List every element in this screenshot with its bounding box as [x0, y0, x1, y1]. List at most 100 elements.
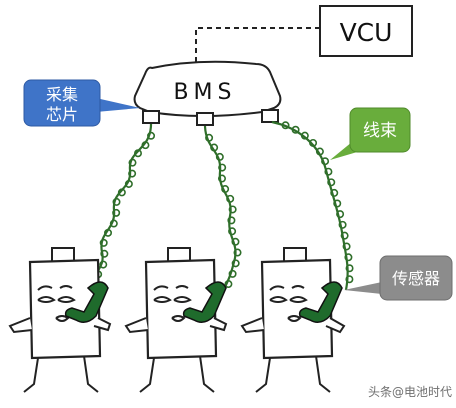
- wire-coil-loop: [117, 188, 126, 197]
- callout-acquisition-chip: 采集 芯片: [23, 79, 140, 127]
- wire-coil-loop: [128, 158, 137, 167]
- wire-coil-loop: [133, 149, 142, 158]
- cell-left-arm: [8, 317, 33, 334]
- wire-coil-loop: [215, 152, 224, 161]
- callout-harness-label: 线束: [363, 121, 397, 141]
- cell-brows: [269, 285, 305, 291]
- phone-3: [298, 281, 346, 334]
- phone-handset: [298, 281, 343, 323]
- wire-coil-loop: [221, 185, 230, 194]
- wire-coil-loop: [344, 253, 353, 262]
- wire-coil-loop: [224, 280, 233, 289]
- cell-mouth: [55, 315, 70, 322]
- cell-brows: [153, 285, 189, 291]
- cell-eyes: [37, 296, 76, 303]
- wire-coil-loop: [147, 131, 156, 140]
- callout-pointer: [96, 98, 140, 112]
- bms-port-right: [261, 109, 279, 123]
- phone-handset: [182, 281, 227, 323]
- bms-port-middle: [196, 112, 214, 126]
- wire-coil-loop: [226, 194, 235, 203]
- wire-coil-loop: [112, 208, 121, 217]
- wire-coil-loop: [309, 138, 318, 147]
- wire-coil-loop: [300, 131, 309, 140]
- callout-box: [379, 255, 453, 301]
- callout-sensor-label: 传感器: [392, 269, 440, 288]
- phone-2: [182, 281, 228, 332]
- callout-harness: 线束: [330, 107, 411, 160]
- wire-coil-loop: [231, 259, 240, 268]
- wire-coil-loop: [109, 219, 118, 228]
- wire-coil-loop: [227, 216, 236, 225]
- callout-sensor: 传感器: [344, 255, 453, 301]
- wire-middle: [203, 125, 237, 295]
- wire-coil-loop: [218, 163, 227, 172]
- cell-legs: [255, 355, 331, 393]
- wire-coil-loop: [210, 143, 219, 152]
- wire-coil-loop: [233, 248, 242, 257]
- wire-coil-loop: [228, 269, 237, 278]
- callout-box: [23, 79, 101, 127]
- battery-cell-2: [124, 247, 218, 393]
- wire-coil-loop: [231, 237, 240, 246]
- wire-coil-loop: [228, 227, 237, 236]
- cell-mouth: [171, 315, 186, 322]
- wire-coil-loop: [281, 121, 290, 130]
- cell-right-arm: [93, 317, 112, 332]
- bms-node: BMS: [133, 60, 282, 126]
- wire-coil-loop: [345, 264, 354, 273]
- wire-coil-loop: [291, 125, 300, 134]
- callout-box: [349, 107, 411, 153]
- wire-coil-loop: [128, 169, 137, 178]
- cell-right-arm: [209, 317, 228, 332]
- battery-cell-3: [240, 247, 334, 393]
- cell-legs: [139, 355, 215, 393]
- wire-coil-loop: [324, 167, 333, 176]
- wire-coil-loop: [99, 260, 108, 269]
- callout-pointer: [344, 282, 382, 294]
- phones: [64, 281, 346, 334]
- vcu-node: VCU: [319, 5, 413, 57]
- wire-left: [93, 123, 153, 291]
- cell-left-arm: [124, 317, 149, 334]
- phone-handset: [64, 281, 109, 323]
- vcu-label: VCU: [340, 18, 393, 47]
- cell-brows: [37, 285, 73, 291]
- wire-coil-loop: [336, 210, 345, 219]
- wire-coil-loop: [99, 238, 108, 247]
- cell-right-arm: [325, 317, 346, 334]
- cell-left-arm: [240, 317, 265, 334]
- wire-coil-loop: [315, 147, 324, 156]
- wire-coil-loop: [338, 220, 347, 229]
- watermark: 头条@电池时代: [368, 385, 452, 399]
- wire-coil-loop: [321, 157, 330, 166]
- wire-coil-loop: [228, 205, 237, 214]
- phone-1: [64, 281, 112, 332]
- wire-coil-loop: [124, 179, 133, 188]
- wire-coil-loop: [112, 197, 121, 206]
- battery-cell-1: [8, 247, 102, 393]
- callout-chip-line1: 采集: [46, 85, 78, 104]
- battery-cells: [8, 247, 334, 393]
- wire-coil-loop: [327, 178, 336, 187]
- vcu-box: [319, 5, 413, 57]
- cell-body: [260, 258, 334, 360]
- cell-eyes: [153, 296, 192, 303]
- wire-coil-loop: [330, 188, 339, 197]
- cell-body: [28, 258, 102, 360]
- wire-coil-loop: [345, 275, 354, 284]
- wire-coil-loop: [205, 133, 214, 142]
- wire-coil-loop: [333, 199, 342, 208]
- wire-coil-loop: [141, 141, 150, 150]
- callout-chip-line2: 芯片: [46, 105, 78, 124]
- bms-port-left: [142, 110, 160, 124]
- cell-eyes: [269, 296, 308, 303]
- bms-label: BMS: [173, 80, 236, 105]
- wire-coils: [94, 121, 354, 289]
- vcu-bms-link: [195, 27, 320, 62]
- cell-mouth: [287, 315, 302, 322]
- cell-legs: [23, 355, 99, 393]
- wire-coil-loop: [104, 228, 113, 237]
